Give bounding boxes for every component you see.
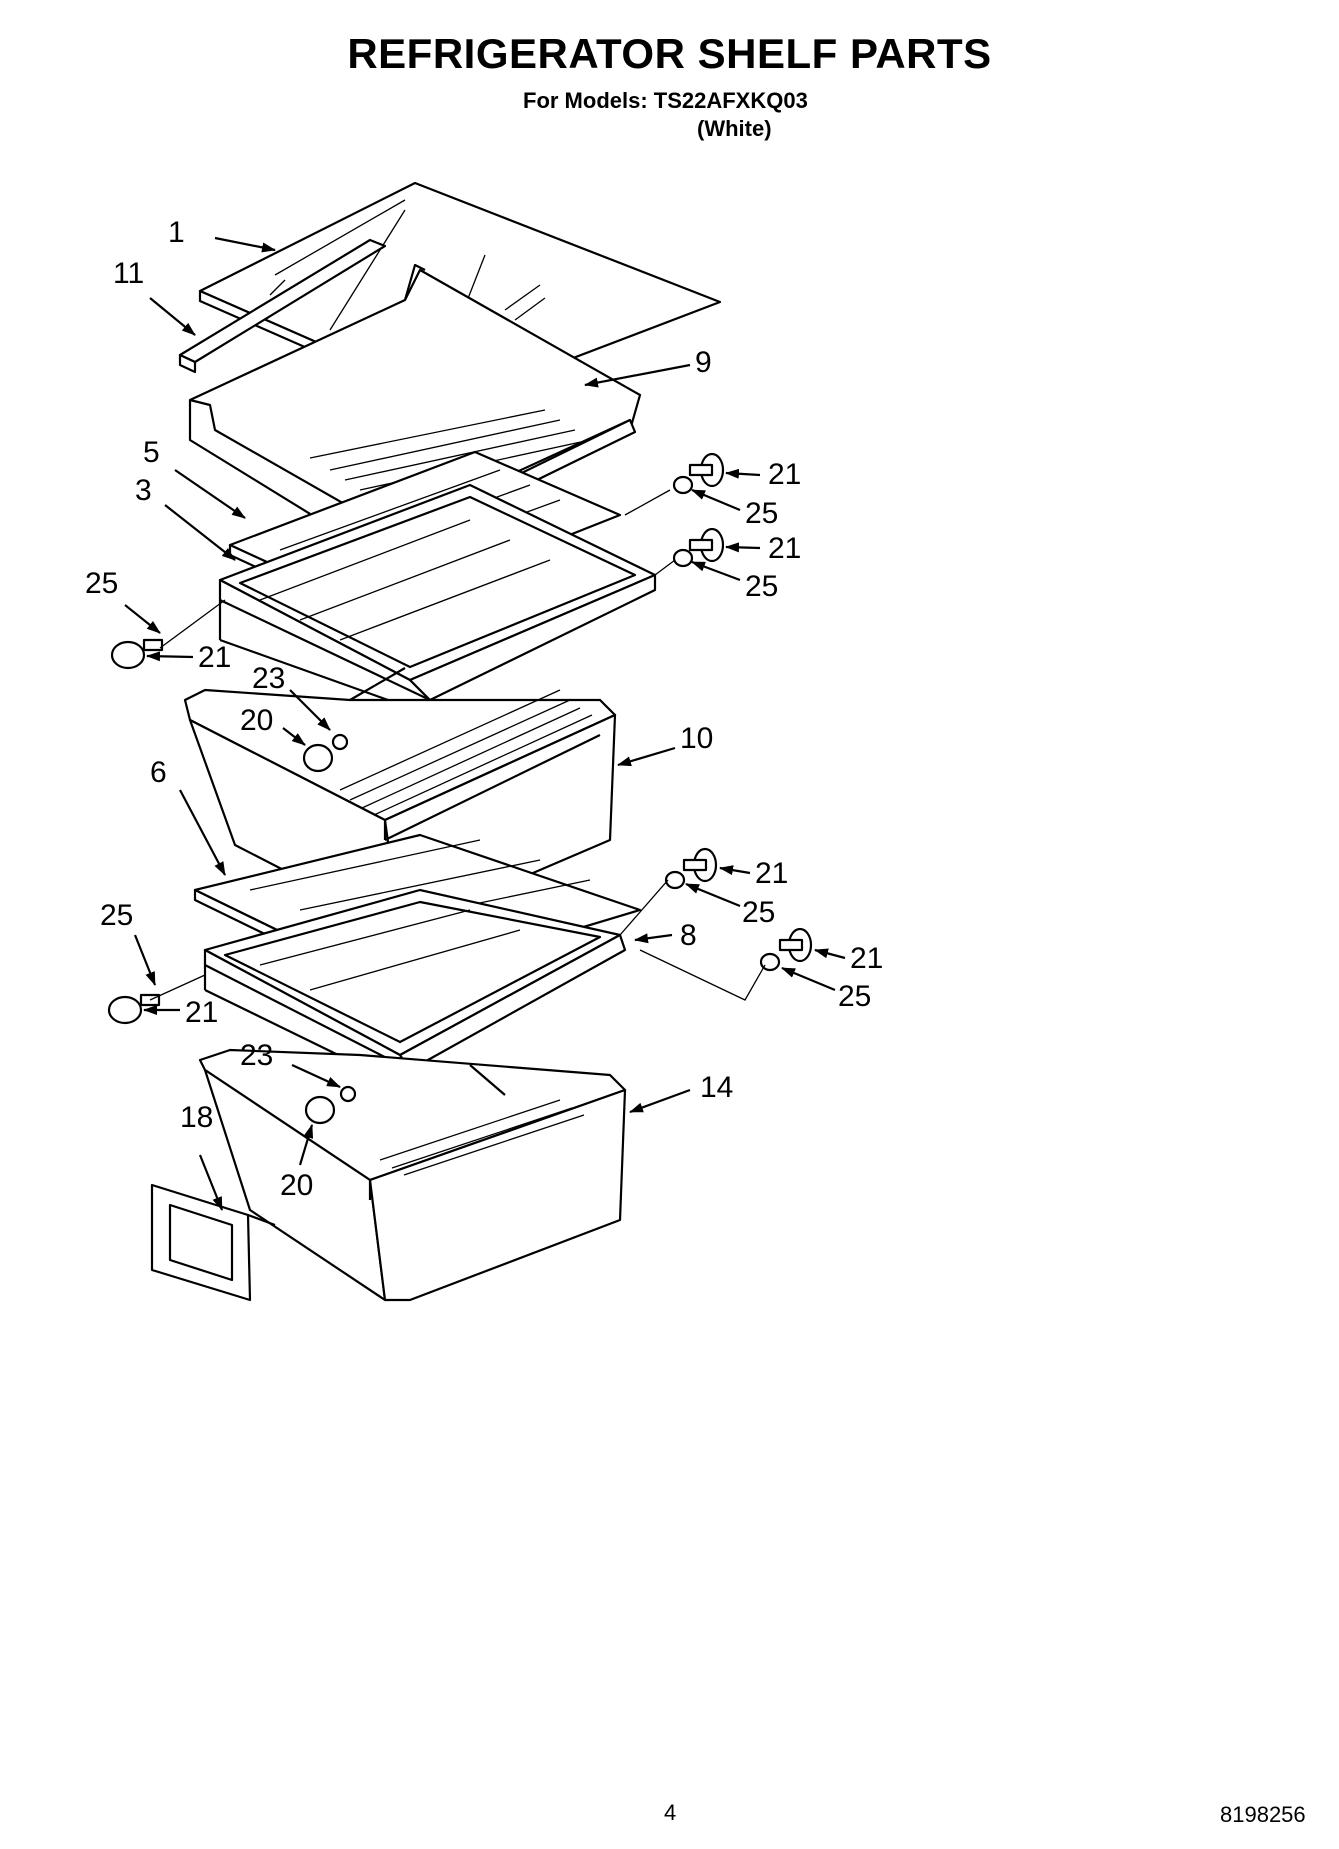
callout-23: 23: [240, 1039, 273, 1072]
callout-25: 25: [745, 497, 778, 530]
callout-11: 11: [113, 257, 144, 290]
models-line: For Models: TS22AFXKQ03: [523, 88, 808, 113]
callout-3: 3: [135, 474, 152, 507]
hardware-parts: [107, 452, 813, 1125]
callout-20: 20: [240, 704, 273, 737]
callout-21: 21: [768, 458, 801, 491]
callout-20: 20: [280, 1169, 313, 1202]
label-holder-part-18: [150, 1183, 276, 1302]
callout-10: 10: [680, 722, 713, 755]
callout-21: 21: [198, 641, 231, 674]
callout-25: 25: [745, 570, 778, 603]
callout-21: 21: [768, 532, 801, 565]
callout-25: 25: [100, 899, 133, 932]
callout-18: 18: [180, 1101, 213, 1134]
shelf-trim-part-11: [178, 238, 387, 374]
callout-21: 21: [755, 857, 788, 890]
callout-21: 21: [850, 942, 883, 975]
callout-9: 9: [695, 346, 712, 379]
callout-6: 6: [150, 756, 167, 789]
callout-25: 25: [838, 980, 871, 1013]
callout-21: 21: [185, 996, 218, 1029]
color-line: (White): [697, 116, 772, 141]
crisper-cover-frame-part-3: [218, 483, 657, 717]
callout-25: 25: [742, 896, 775, 929]
page-number: 4: [664, 1800, 677, 1825]
callout-arrows: [124, 236, 846, 1211]
callout-8: 8: [680, 919, 697, 952]
page-title: REFRIGERATOR SHELF PARTS: [347, 30, 992, 77]
callout-1: 1: [168, 216, 185, 249]
crisper-drawer-part-14: [198, 1048, 627, 1302]
document-number: 8198256: [1220, 1802, 1306, 1827]
callout-5: 5: [143, 436, 160, 469]
callout-labels: 1 11 9 5 3 21 25 21 25 25 21 23 20 10 6 …: [85, 216, 883, 1202]
callout-14: 14: [700, 1071, 733, 1104]
crisper-cover-frame-part-8: [203, 888, 627, 1091]
callout-25: 25: [85, 567, 118, 600]
callout-23: 23: [252, 662, 285, 695]
